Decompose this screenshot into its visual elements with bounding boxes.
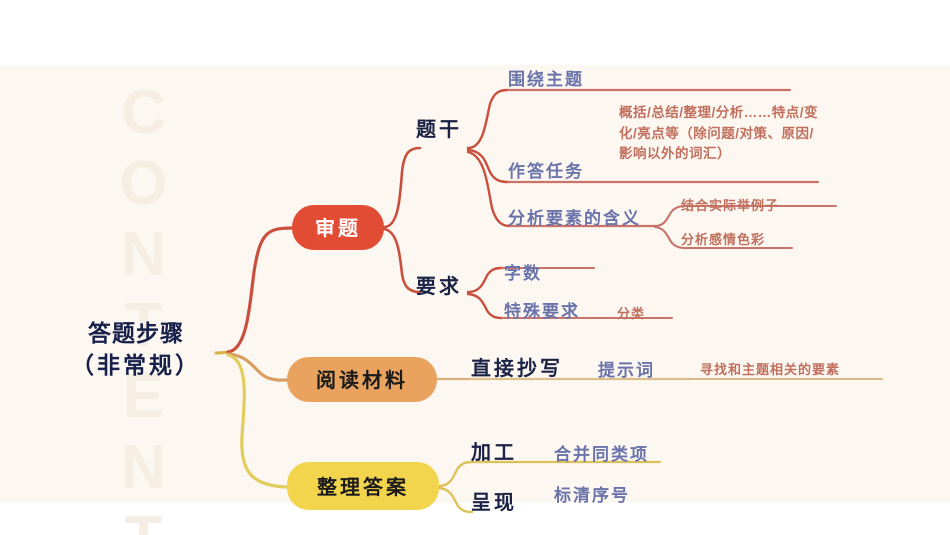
- label-hebing-tonglei[interactable]: 合并同类项: [554, 445, 649, 464]
- label-yaoqiu[interactable]: 要求: [416, 276, 462, 298]
- label-fenxi-ganqing[interactable]: 分析感情色彩: [681, 232, 766, 247]
- label-teshu-yaoqiu[interactable]: 特殊要求: [504, 302, 580, 321]
- branch-node-shenti[interactable]: 审题: [292, 205, 384, 250]
- label-zishu[interactable]: 字数: [504, 264, 542, 283]
- label-tishici[interactable]: 提示词: [598, 361, 655, 380]
- root-line1: 答题步骤: [88, 320, 184, 346]
- label-biaoqing-xuhao[interactable]: 标清序号: [554, 486, 630, 505]
- label-weirao-zhuti[interactable]: 围绕主题: [508, 70, 584, 89]
- label-fenxi-yaosu-hanyi[interactable]: 分析要素的含义: [508, 209, 641, 228]
- label-jiehe-shiji[interactable]: 结合实际举例子: [681, 198, 780, 213]
- label-zhijie-chaoxie[interactable]: 直接抄写: [471, 358, 563, 380]
- label-chengxian[interactable]: 呈现: [471, 492, 517, 514]
- label-tigan[interactable]: 题干: [416, 119, 462, 141]
- root-line2: （非常规）: [71, 351, 201, 378]
- branch-node-yuedu-cailiao[interactable]: 阅读材料: [287, 357, 437, 402]
- root-node[interactable]: 答题步骤 （非常规）: [56, 318, 216, 381]
- label-jiagong[interactable]: 加工: [471, 442, 517, 464]
- label-fenlei[interactable]: 分类: [617, 306, 646, 321]
- label-keywords-list[interactable]: 概括/总结/整理/分析……特点/变化/亮点等（除问题/对策、原因/影响以外的词汇…: [619, 105, 819, 162]
- label-zuoda-renwu[interactable]: 作答任务: [508, 162, 584, 181]
- branch-node-zhengli-daan[interactable]: 整理答案: [287, 462, 439, 510]
- label-xunzhao-yaosu[interactable]: 寻找和主题相关的要素: [700, 362, 841, 377]
